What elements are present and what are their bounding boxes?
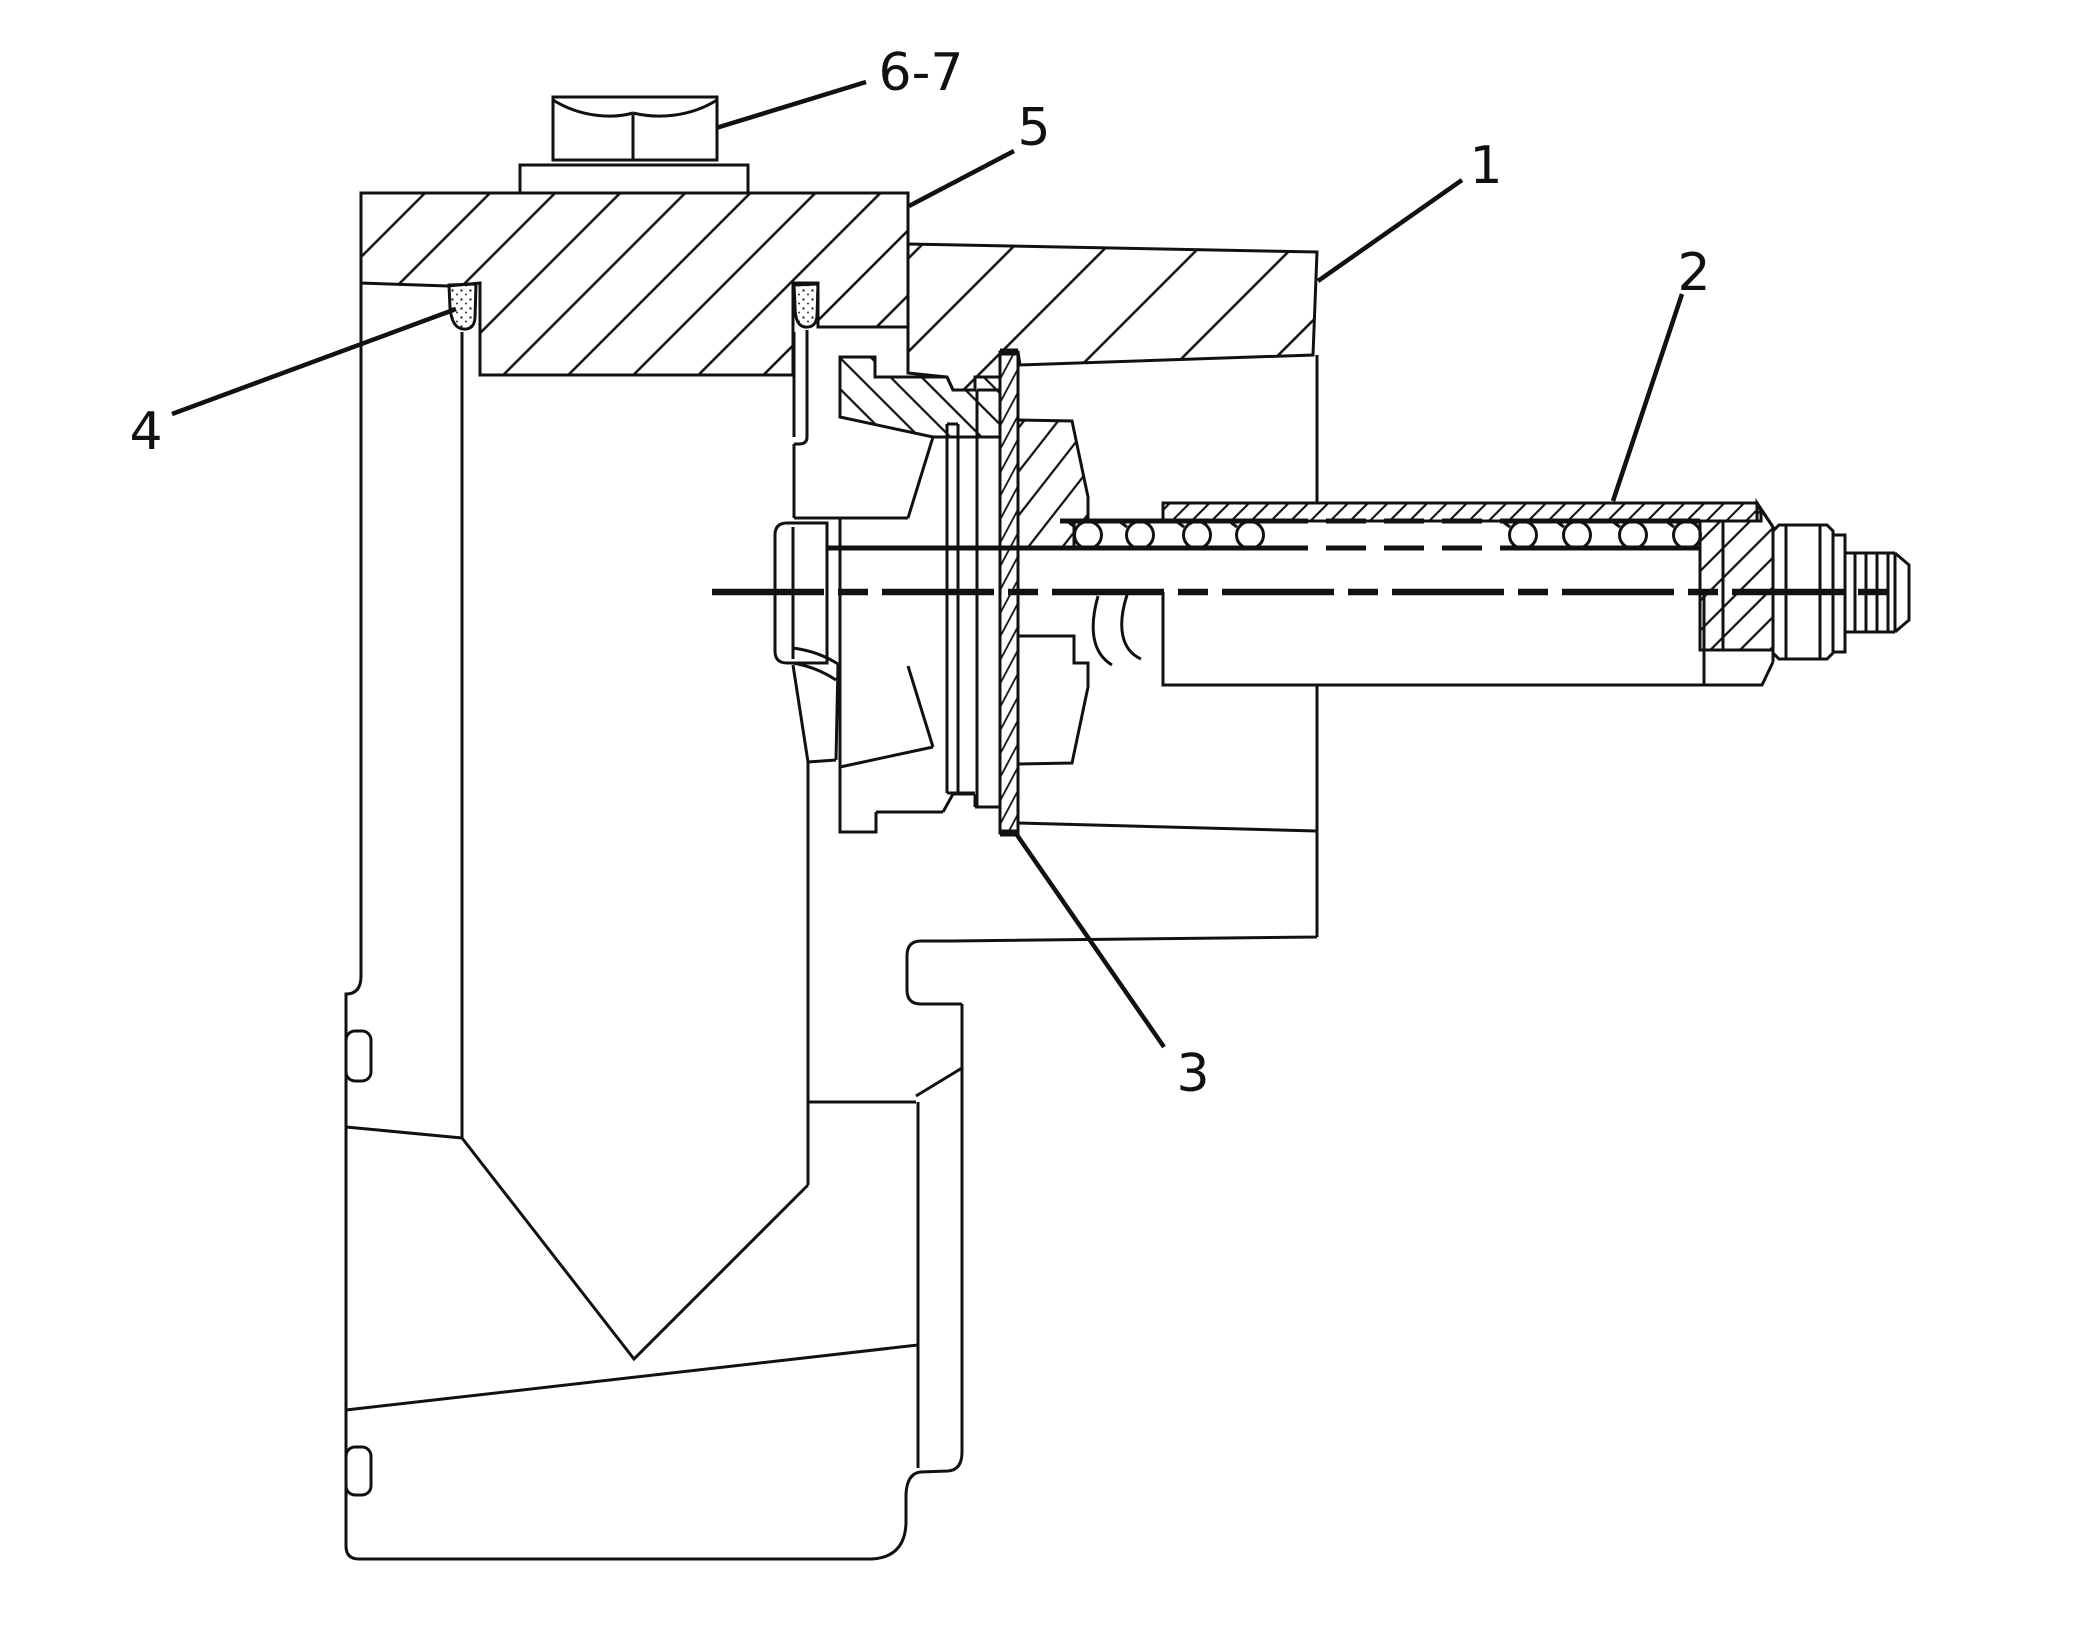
part-2-spring-tube: [1161, 498, 1775, 687]
seal-left: [447, 282, 478, 331]
bolt-washer: [518, 163, 750, 195]
callouts-layer: 1 2 3 4 5 6-7: [129, 43, 1710, 1104]
valve-seat: [838, 355, 1002, 439]
callout-5-leader: [907, 149, 1016, 208]
callout-6-7-label: 6-7: [879, 43, 964, 103]
wall-tab-upper: [344, 1029, 373, 1083]
callout-1-label: 1: [1469, 136, 1502, 196]
spool-retainer: [773, 521, 840, 764]
seal-right: [792, 282, 820, 329]
callout-2-leader: [1610, 293, 1685, 502]
hex-bolt: [518, 95, 750, 195]
callout-3-label: 3: [1176, 1044, 1209, 1104]
callout-2-label: 2: [1677, 243, 1710, 303]
callout-4-leader: [171, 306, 457, 417]
part-1-body: [344, 242, 1319, 1561]
callout-1-leader: [1316, 178, 1464, 283]
spool-upper: [792, 330, 935, 592]
callout-4-label: 4: [129, 402, 162, 462]
wall-tab-lower: [344, 1445, 373, 1497]
spring-coils: [1066, 519, 1702, 550]
callout-6-7-leader: [715, 79, 867, 131]
callout-3-leader: [1015, 833, 1166, 1049]
callout-5-label: 5: [1017, 98, 1050, 158]
part-5-cover-plate: [359, 191, 910, 377]
